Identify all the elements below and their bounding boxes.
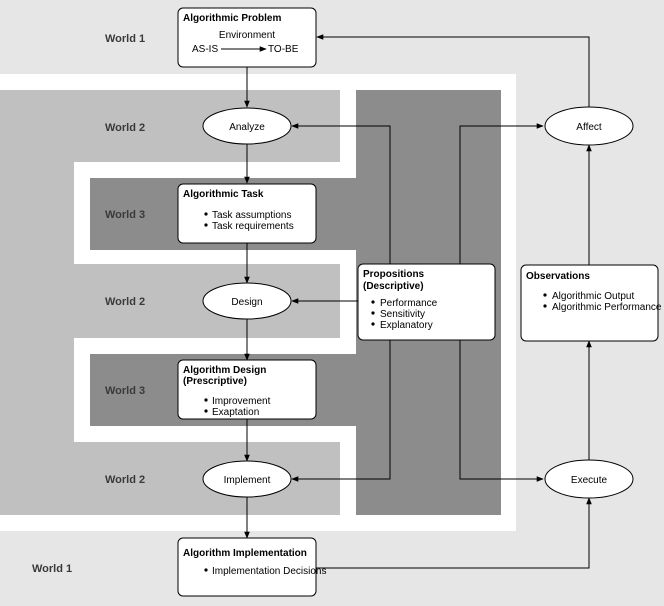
analyze-label: Analyze xyxy=(229,122,265,133)
bullet xyxy=(371,300,375,304)
affect-node: Affect xyxy=(544,106,634,146)
arrow-propositions-analyze xyxy=(291,123,391,264)
bullet xyxy=(204,212,208,216)
arrow-propositions-implement xyxy=(291,340,391,482)
propositions-box: Propositions (Descriptive) Performance S… xyxy=(357,263,496,341)
design-title-line1: Algorithm Design xyxy=(183,365,266,376)
world1-bottom-label: World 1 xyxy=(32,563,72,575)
world2-design-label: World 2 xyxy=(105,296,145,308)
propositions-title-line1: Propositions xyxy=(363,269,425,280)
affect-label: Affect xyxy=(576,122,602,133)
implement-node: Implement xyxy=(202,460,292,498)
bullet xyxy=(543,293,547,297)
algorithmic-task-box: Algorithmic Task Task assumptions Task r… xyxy=(177,183,317,244)
task-item-2: Task requirements xyxy=(212,221,294,232)
arrow-implementation-execute xyxy=(315,497,592,569)
execute-label: Execute xyxy=(571,475,608,486)
world3-task-label: World 3 xyxy=(105,209,145,221)
world2-analyze-label: World 2 xyxy=(105,122,145,134)
task-item-1: Task assumptions xyxy=(212,210,291,221)
implement-label: Implement xyxy=(224,475,271,486)
observations-item-1: Algorithmic Output xyxy=(552,291,634,302)
design-node: Design xyxy=(202,282,292,320)
bullet xyxy=(204,398,208,402)
problem-title: Algorithmic Problem xyxy=(183,13,281,24)
world3-design-label: World 3 xyxy=(105,385,145,397)
propositions-item-3: Explanatory xyxy=(380,320,433,331)
observations-box: Observations Algorithmic Output Algorith… xyxy=(520,264,662,342)
design-item-1: Improvement xyxy=(212,396,271,407)
problem-as-is: AS-IS xyxy=(192,44,218,55)
algorithmic-problem-box: Algorithmic Problem Environment AS-IS TO… xyxy=(177,7,317,68)
design-item-2: Exaptation xyxy=(212,407,259,418)
world1-top-label: World 1 xyxy=(105,33,145,45)
analyze-node: Analyze xyxy=(202,107,292,145)
problem-to-be: TO-BE xyxy=(268,44,299,55)
bullet xyxy=(371,322,375,326)
world2-region xyxy=(0,90,340,515)
design-label: Design xyxy=(231,297,262,308)
problem-environment: Environment xyxy=(219,30,275,41)
arrow-propositions-execute xyxy=(459,340,544,482)
algorithm-implementation-box: Algorithm Implementation Implementation … xyxy=(177,537,327,597)
implementation-item-1: Implementation Decisions xyxy=(212,566,327,577)
world2-implement-label: World 2 xyxy=(105,474,145,486)
design-title-line2: (Prescriptive) xyxy=(183,376,247,387)
observations-title: Observations xyxy=(526,271,590,282)
observations-item-2: Algorithmic Performance xyxy=(552,302,662,313)
propositions-item-2: Sensitivity xyxy=(380,309,425,320)
implementation-title: Algorithm Implementation xyxy=(183,548,307,559)
bullet xyxy=(543,304,547,308)
arrow-propositions-affect xyxy=(459,123,544,264)
execute-node: Execute xyxy=(544,459,634,499)
propositions-title-line2: (Descriptive) xyxy=(363,281,424,292)
arrow-affect-problem xyxy=(316,34,590,107)
bullet xyxy=(371,311,375,315)
bullet xyxy=(204,223,208,227)
algorithm-design-box: Algorithm Design (Prescriptive) Improvem… xyxy=(177,359,317,420)
bullet xyxy=(204,409,208,413)
task-title: Algorithmic Task xyxy=(183,189,264,200)
propositions-item-1: Performance xyxy=(380,298,438,309)
bullet xyxy=(204,568,208,572)
